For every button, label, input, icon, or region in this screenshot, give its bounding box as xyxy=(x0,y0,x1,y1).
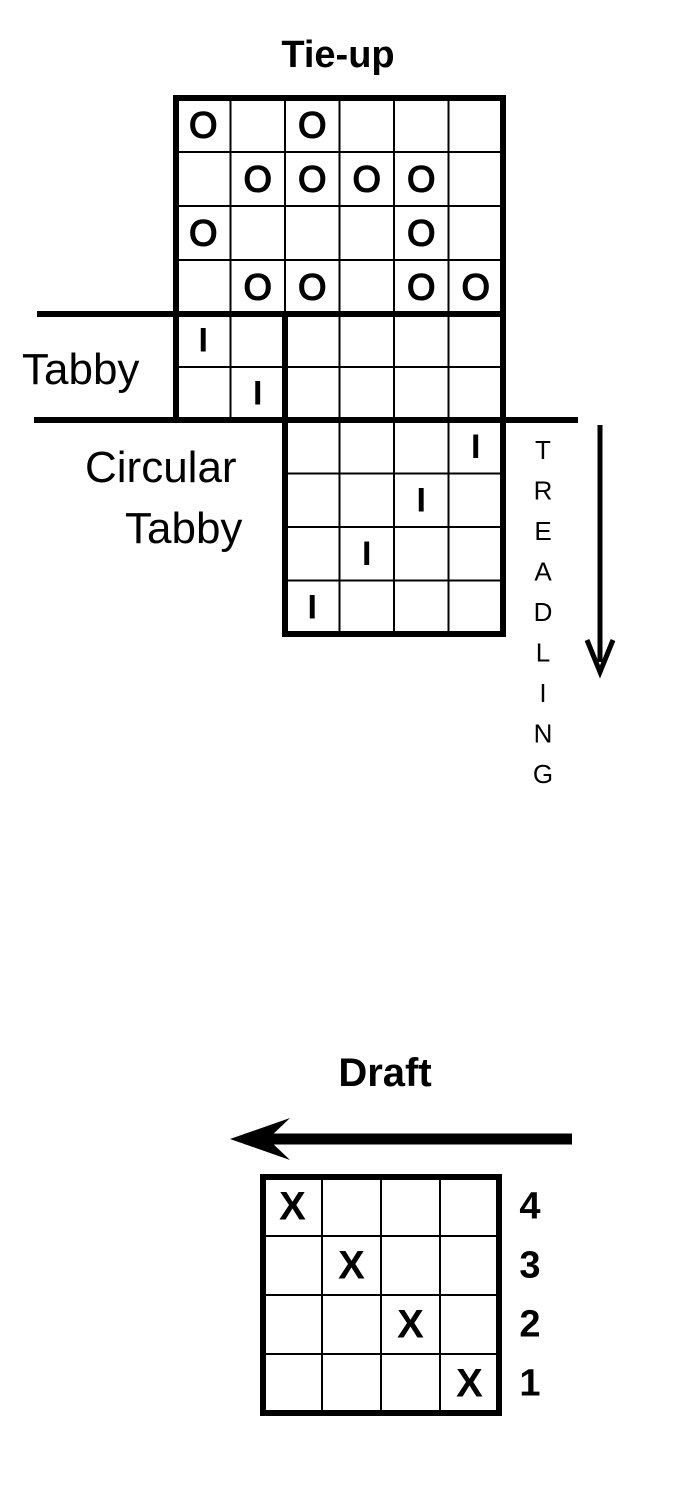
treadling-letter: N xyxy=(534,719,553,749)
draft-title: Draft xyxy=(338,1051,431,1095)
treadling-letter: A xyxy=(534,557,552,587)
tieup-mark: O xyxy=(407,267,435,308)
tieup-mark: O xyxy=(189,213,217,254)
draft-direction-arrow xyxy=(230,1118,572,1160)
tabby-label: Tabby xyxy=(22,345,139,394)
treadling-letter: L xyxy=(536,638,550,668)
draft-row-number: 3 xyxy=(519,1245,540,1287)
treadling-arrow xyxy=(584,425,616,679)
draft-mark: X xyxy=(456,1362,483,1406)
draft-row-numbers: 4 3 2 1 xyxy=(519,1186,540,1405)
circular-tabby-mark: I xyxy=(308,588,317,626)
tieup-mark: O xyxy=(298,105,326,146)
tabby-grid: II xyxy=(173,312,506,422)
tieup-mark: O xyxy=(189,105,217,146)
draft-mark: X xyxy=(338,1244,365,1288)
draft-mark: X xyxy=(397,1303,424,1347)
circular-tabby-grid: I I I I xyxy=(282,417,506,637)
draft-row-number: 2 xyxy=(519,1304,540,1346)
draft-row-number: 4 xyxy=(519,1186,540,1228)
tieup-mark: O xyxy=(298,159,326,200)
tieup-mark: O xyxy=(407,213,435,254)
draft-mark: X xyxy=(279,1185,306,1229)
circular-tabby-mark: I xyxy=(362,535,371,573)
tieup-mark: O xyxy=(407,159,435,200)
circular-tabby-label-line2: Tabby xyxy=(125,504,242,553)
treadling-letter: D xyxy=(534,597,553,627)
circular-tabby-mark: I xyxy=(417,481,426,519)
tabby-mark: I xyxy=(199,322,208,360)
tabby-mark: I xyxy=(253,375,262,413)
tieup-mark: O xyxy=(244,267,272,308)
circular-tabby-mark: I xyxy=(471,428,480,466)
tieup-mark: O xyxy=(244,159,272,200)
grid-border xyxy=(282,417,506,637)
treadling-letter: E xyxy=(534,516,551,546)
treadling-letter: R xyxy=(534,476,553,506)
tieup-title: Tie-up xyxy=(281,34,394,76)
treadling-letter: G xyxy=(533,759,553,789)
treadling-letter: T xyxy=(535,435,551,465)
tieup-mark: O xyxy=(462,267,490,308)
tieup-mark: O xyxy=(298,267,326,308)
grid-border xyxy=(260,1174,502,1416)
tieup-mark: O xyxy=(353,159,381,200)
draft-row-number: 1 xyxy=(519,1363,540,1405)
circular-tabby-label-line1: Circular xyxy=(85,443,237,492)
treadling-letter: I xyxy=(539,678,546,708)
